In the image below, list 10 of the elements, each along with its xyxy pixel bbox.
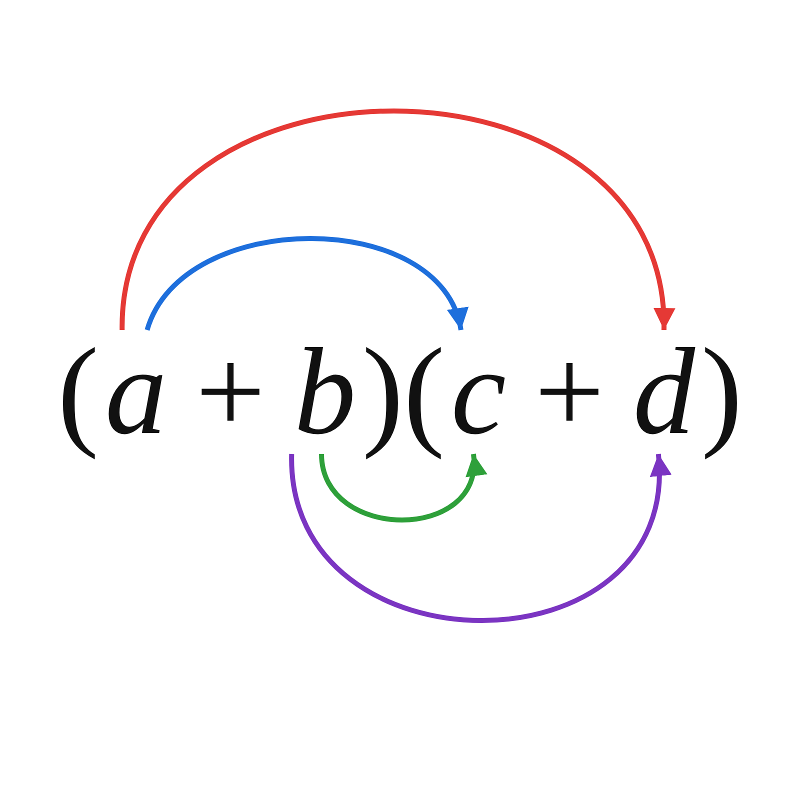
variable: a	[101, 330, 171, 454]
variable: d	[629, 330, 699, 454]
plus-sign: +	[534, 330, 604, 454]
closing-parenthesis: )	[362, 322, 404, 462]
variable: b	[290, 330, 360, 454]
variable: c	[447, 330, 510, 454]
opening-parenthesis: (	[58, 322, 99, 462]
closing-parenthesis: )	[701, 322, 742, 462]
plus-sign: +	[196, 330, 266, 454]
opening-parenthesis: (	[403, 322, 445, 462]
